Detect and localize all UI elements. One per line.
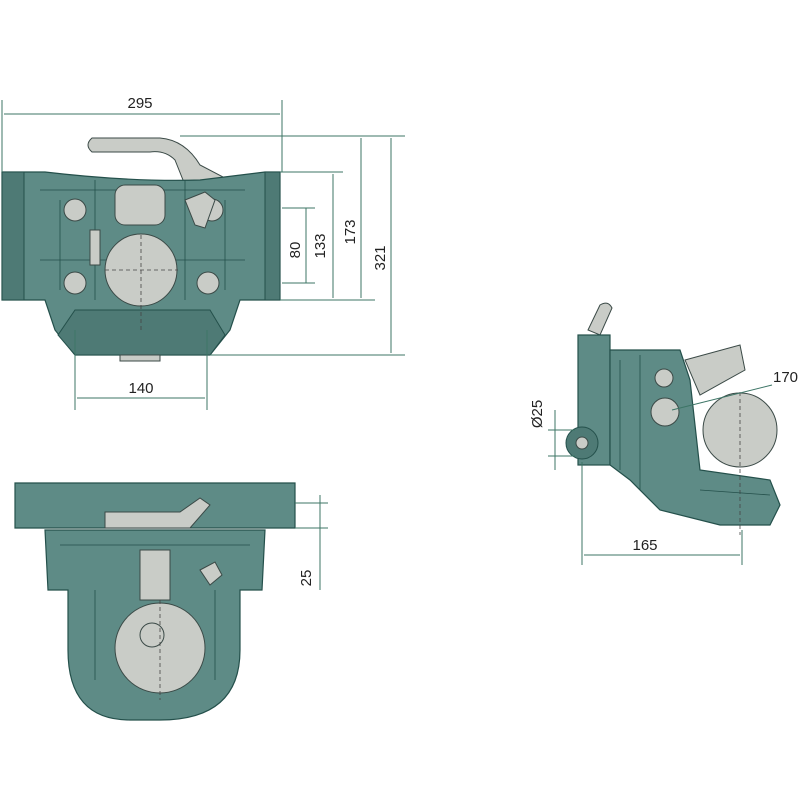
side-dimensions: Ø25 170 165 <box>529 369 798 565</box>
bottom-dimensions: 25 <box>295 495 328 590</box>
bottom-wing-nut <box>199 561 223 586</box>
wing-nut <box>184 191 216 229</box>
latch-plate <box>89 229 101 266</box>
bottom-view <box>14 482 296 721</box>
side-pin-hole <box>575 436 589 450</box>
release-lever <box>87 137 234 186</box>
front-dimensions: 295 80 133 173 321 140 <box>1 95 405 410</box>
left-flange <box>1 171 25 301</box>
side-lever <box>587 302 613 336</box>
bottom-lever <box>104 497 211 529</box>
bottom-hook <box>139 549 171 601</box>
side-body <box>609 349 781 526</box>
lower-housing <box>57 309 226 356</box>
dim-295: 295 <box>127 95 152 112</box>
front-view <box>1 137 281 362</box>
ball-neck <box>114 184 166 226</box>
side-bolt <box>654 368 674 388</box>
dim-diameter-25: Ø25 <box>529 400 546 428</box>
side-pin <box>650 397 680 427</box>
side-latch <box>684 344 746 396</box>
dim-170: 170 <box>773 369 798 386</box>
side-view <box>565 302 781 535</box>
dim-25: 25 <box>298 570 315 587</box>
pin-end <box>119 354 161 362</box>
dim-133: 133 <box>312 233 329 258</box>
dim-173: 173 <box>342 219 359 244</box>
bottom-pin <box>139 622 165 648</box>
dim-80: 80 <box>287 242 304 259</box>
right-flange <box>264 171 281 301</box>
dim-165: 165 <box>632 537 657 554</box>
dim-321: 321 <box>372 245 389 270</box>
dim-140: 140 <box>128 380 153 397</box>
